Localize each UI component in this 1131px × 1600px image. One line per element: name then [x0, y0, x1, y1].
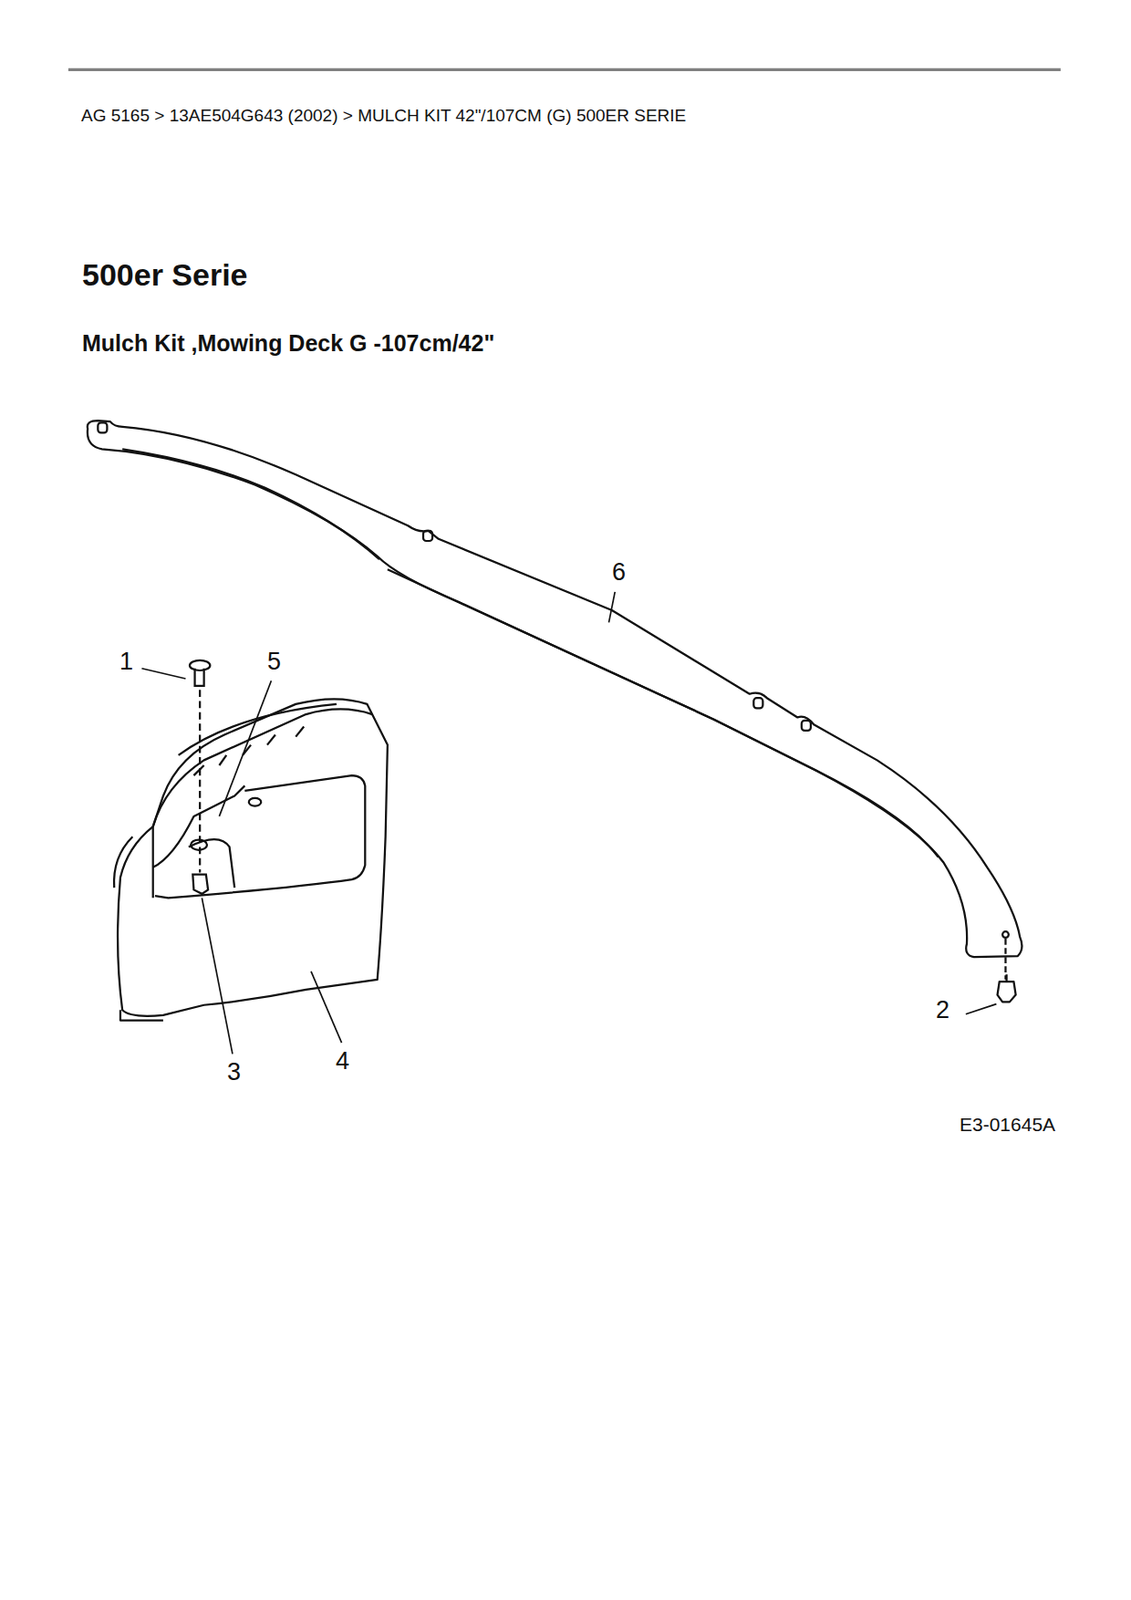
leader-lines: [141, 591, 997, 1055]
title: 500er Serie: [82, 257, 249, 293]
bolt: [997, 974, 1017, 1002]
callout-number: 6: [612, 558, 626, 587]
breadcrumb: AG 5165 > 13AE504G643 (2002) > MULCH KIT…: [81, 105, 686, 126]
header-rule: [68, 68, 1061, 72]
callout-number: 4: [335, 1047, 350, 1076]
callout-number: 2: [935, 996, 950, 1025]
subtitle: Mulch Kit ,Mowing Deck G -107cm/42": [82, 330, 495, 357]
callout-number: 5: [267, 647, 281, 676]
drawing-number: E3-01645A: [959, 1113, 1056, 1136]
mulch-deflector: [114, 698, 388, 1020]
fasteners: [189, 660, 210, 894]
callout-number: 1: [119, 647, 134, 676]
callout-number: 3: [227, 1058, 241, 1087]
